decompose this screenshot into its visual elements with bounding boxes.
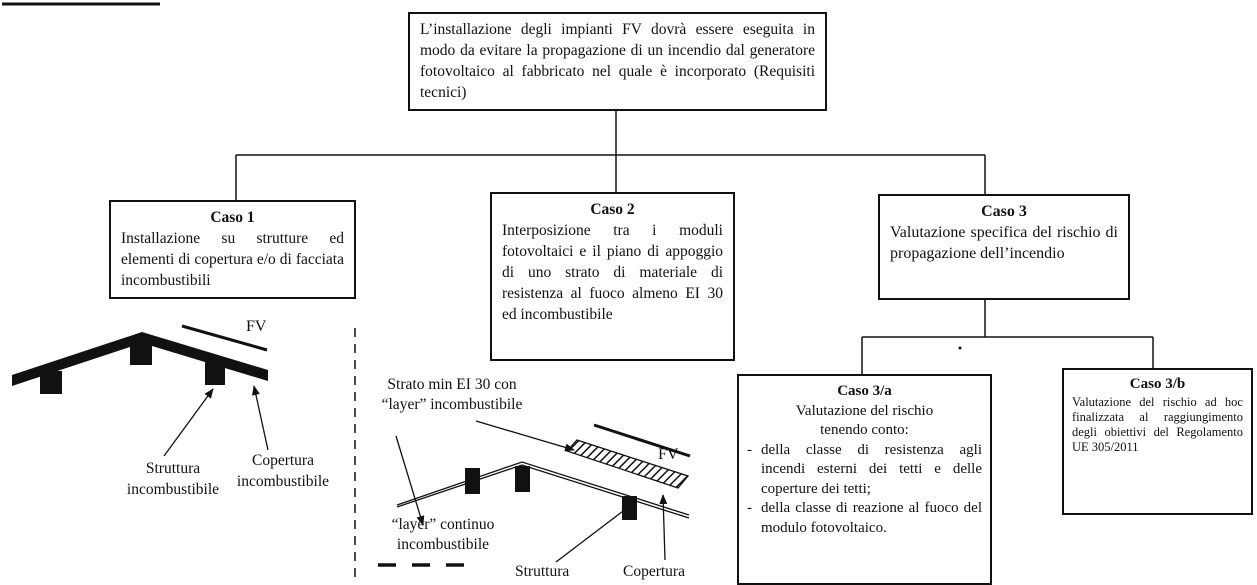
arrow-strato: [475, 420, 575, 452]
caso-3-title: Caso 3: [981, 203, 1027, 220]
roof-drawing-2: [378, 420, 691, 567]
caso-3a-list: della classe di resistenza agli incendi …: [747, 441, 982, 539]
copertura-incombustibile-label: Copertura incombustibile: [236, 452, 330, 490]
layer-continuo-label: “layer” continuo incombustibile: [391, 516, 495, 553]
caso-3a-intro: Valutazione del rischio tenendo conto:: [795, 402, 934, 439]
arrow-struttura-2: [555, 504, 632, 563]
caso-2-title: Caso 2: [590, 201, 635, 218]
caso-3-text: Valutazione specifica del rischio di pro…: [890, 224, 1118, 262]
tree-connectors: [235, 111, 1154, 374]
caso-3a-title: Caso 3/a: [837, 383, 892, 399]
caso-1-box: Caso 1 Installazione su strutture ed ele…: [109, 200, 356, 299]
arrow-copertura-1: [252, 385, 269, 451]
caso-3b-title: Caso 3/b: [1129, 376, 1186, 392]
caso-3b-box: Caso 3/b Valutazione del rischio ad hoc …: [1062, 368, 1253, 515]
requirement-text: L’installazione degli impianti FV dovrà …: [420, 21, 815, 101]
caso-2-text: Interposizione tra i moduli fotovoltaici…: [502, 222, 723, 323]
copertura-label-2: Copertura: [623, 563, 685, 580]
requirement-box: L’installazione degli impianti FV dovrà …: [408, 12, 827, 111]
caso-3-box: Caso 3 Valutazione specifica del rischio…: [878, 194, 1130, 300]
caso-1-title: Caso 1: [210, 209, 255, 226]
arrow-struttura-1: [163, 388, 214, 457]
fv-label-1: FV: [246, 318, 267, 335]
struttura-incombustibile-label: Struttura incombustibile: [126, 460, 220, 498]
fv-label-2: FV: [658, 446, 679, 463]
caso-1-text: Installazione su strutture ed elementi d…: [121, 230, 344, 289]
caso-2-box: Caso 2 Interposizione tra i moduli fotov…: [490, 192, 735, 361]
caso-3a-item: della classe di resistenza agli incendi …: [747, 441, 982, 500]
struttura-label-2: Struttura: [515, 563, 570, 580]
caso-3a-item: della classe di reazione al fuoco del mo…: [747, 499, 982, 538]
caso-3b-text: Valutazione del rischio ad hoc finalizza…: [1072, 395, 1243, 454]
fv-panel-2: [593, 423, 691, 458]
stray-dot: [958, 346, 962, 350]
caso-3a-box: Caso 3/a Valutazione del rischio tenendo…: [737, 374, 992, 585]
arrow-layer: [395, 435, 425, 526]
strato-label: Strato min EI 30 con “layer” incombustib…: [381, 376, 523, 413]
arrow-copertura-2: [659, 494, 668, 561]
fv-panel-1: [181, 324, 268, 352]
roof-drawing-1: [12, 324, 269, 457]
